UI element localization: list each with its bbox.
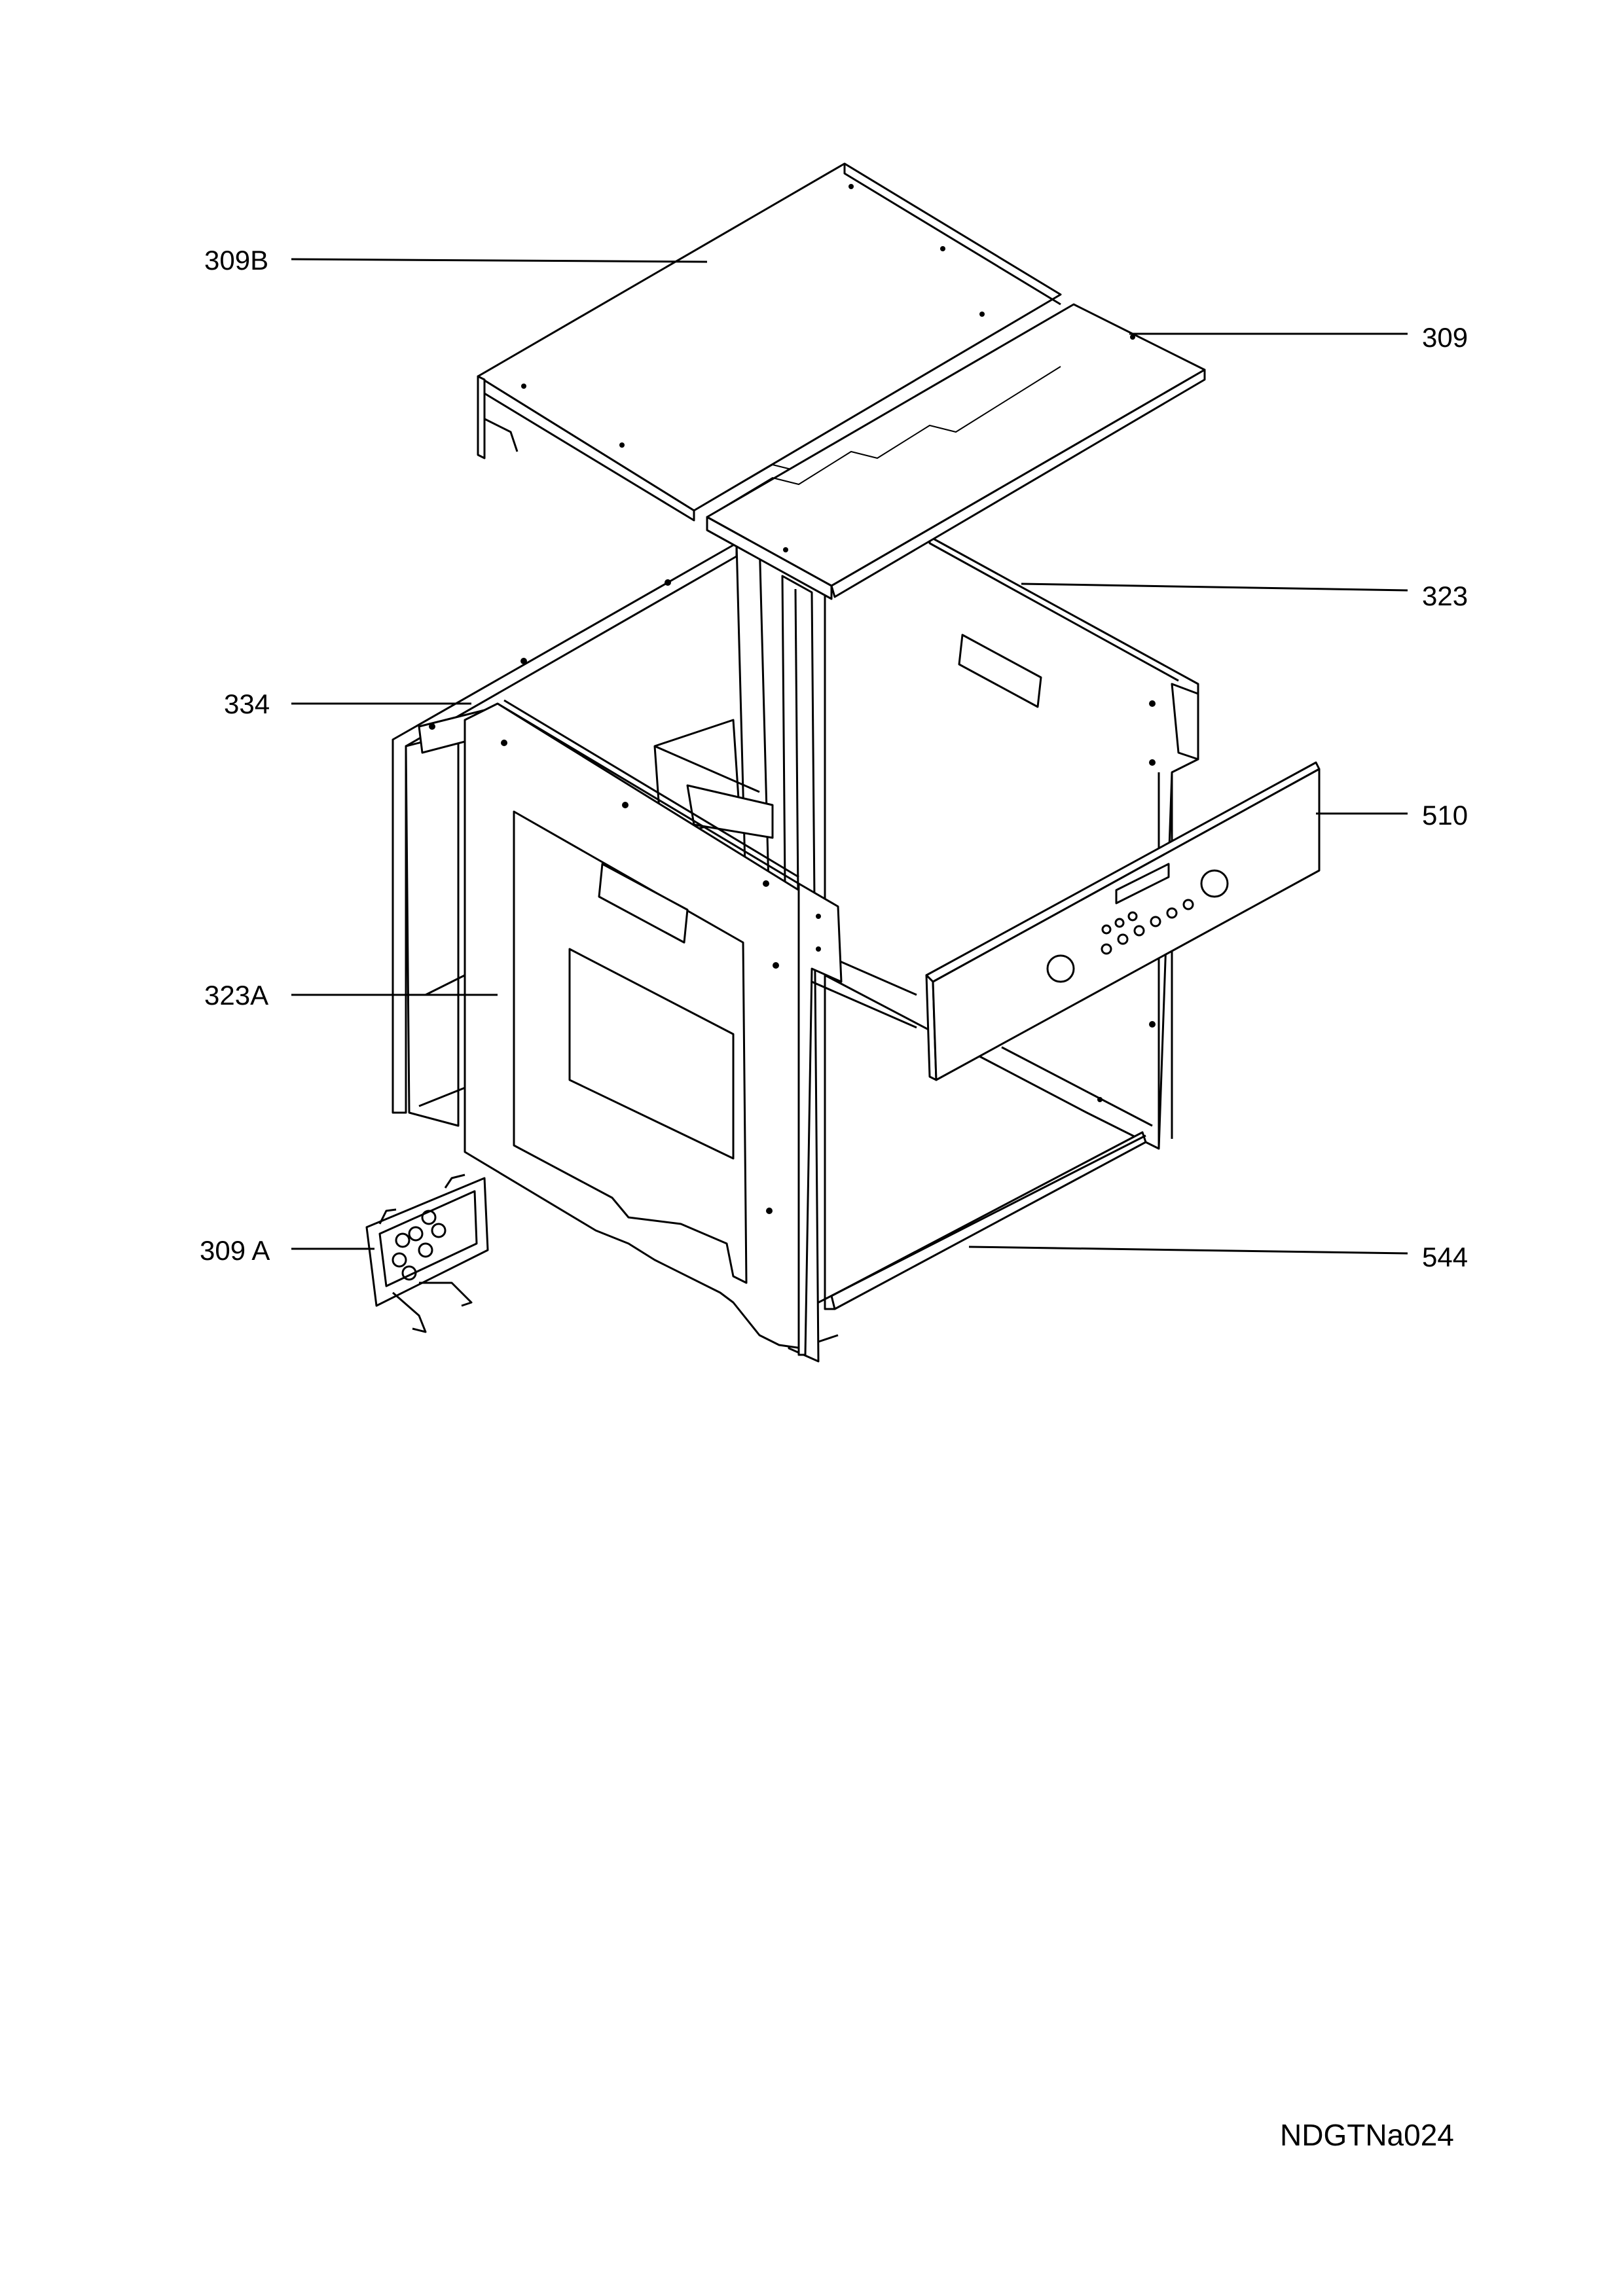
drawing-code: NDGTNa024 [1280,2118,1454,2152]
part-323A-left-side-panel [464,699,843,1356]
label-309: 309 [1422,322,1468,353]
label-323: 323 [1422,581,1468,611]
leader-323 [1021,583,1408,592]
part-309-top-front-panel [706,303,1206,600]
part-309A-keypad-bracket [365,1174,489,1333]
leader-544 [968,1246,1408,1255]
part-510-control-panel [925,761,1321,1081]
label-334: 334 [224,689,270,719]
leader-lines [291,258,1408,1255]
label-309A: 309 A [200,1235,270,1266]
label-510: 510 [1422,800,1468,831]
part-309B-top-rear-panel [477,162,1062,522]
label-309B: 309B [204,245,268,276]
part-323-right-side-panel [824,532,1199,1150]
label-544: 544 [1422,1242,1468,1272]
label-323A: 323A [204,980,268,1011]
part-544-bottom-panel [818,975,1153,1310]
leader-309B [291,258,708,263]
